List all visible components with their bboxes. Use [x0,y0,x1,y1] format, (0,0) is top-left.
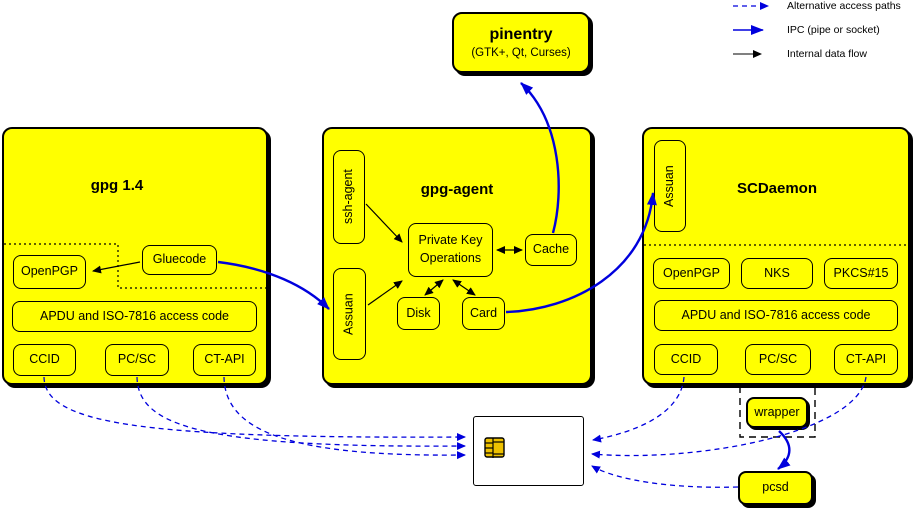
scdaemon-openpgp-node: OpenPGP [653,258,730,289]
legend-label-ipc: IPC (pipe or socket) [787,24,880,36]
private-key-operations-line2: Operations [419,251,482,265]
pinentry-subtitle: (GTK+, Qt, Curses) [471,47,571,59]
scdaemon-pkcs15-node: PKCS#15 [824,258,898,289]
gpg14-openpgp-node: OpenPGP [13,255,86,289]
gpg-agent-ssh-agent-node: ssh-agent [333,150,365,244]
gpg14-ccid-node: CCID [13,344,76,376]
gpg-agent-title: gpg-agent [420,181,494,198]
card-chip-icon [484,437,505,458]
scdaemon-title: SCDaemon [736,180,818,197]
legend-label-alt-paths: Alternative access paths [787,0,901,12]
alt-path-gpg14-pcsc-to-card [136,376,466,451]
scdaemon-assuan-node: Assuan [654,140,686,232]
gpg-agent-assuan-node: Assuan [333,268,366,360]
alt-path-scdaemon-ctapi-to-card [591,376,867,459]
disk-node: Disk [397,297,440,330]
alt-path-pcsd-to-card [591,465,739,488]
scdaemon-nks-node: NKS [741,258,813,289]
scdaemon-apdu-node: APDU and ISO-7816 access code [654,300,898,331]
gpg14-title: gpg 1.4 [90,177,144,194]
alt-path-gpg14-ctapi-to-card [223,376,466,460]
scdaemon-pcsc-node: PC/SC [745,344,811,375]
ipc-arrow-wrapper-to-pcsd [777,430,791,470]
private-key-operations-line1: Private Key [418,233,483,248]
pcsd-node: pcsd [738,471,813,505]
pinentry-title: pinentry [489,26,553,43]
alt-path-gpg14-ccid-to-card [43,376,466,442]
private-key-operations-node: Private Key Operations [408,223,493,277]
card-node: Card [462,297,505,330]
scdaemon-ctapi-node: CT-API [834,344,898,375]
pinentry-node: pinentry (GTK+, Qt, Curses) [452,12,590,73]
wrapper-node: wrapper [746,397,808,428]
gpg14-apdu-node: APDU and ISO-7816 access code [12,301,257,332]
gpg14-ctapi-node: CT-API [193,344,256,376]
gpg14-gluecode-node: Gluecode [142,245,217,275]
alt-path-scdaemon-ccid-to-card [592,376,685,443]
gpg14-pcsc-node: PC/SC [105,344,169,376]
smart-card [473,416,584,486]
scdaemon-ccid-node: CCID [654,344,718,375]
legend-label-internal-flow: Internal data flow [787,48,867,60]
cache-node: Cache [525,234,577,266]
